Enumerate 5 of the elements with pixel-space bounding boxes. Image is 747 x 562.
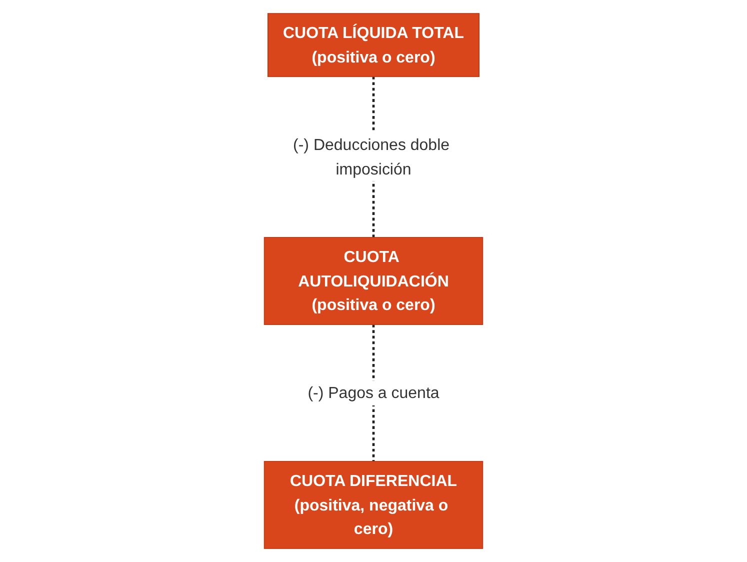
node-box: CUOTA LÍQUIDA TOTAL (positiva o cero) (267, 13, 480, 78)
node-box: CUOTA AUTOLIQUIDACIÓN (positiva o cero) (264, 237, 484, 325)
edge-label: (-) Pagos a cuenta (308, 384, 440, 402)
node-box: CUOTA DIFERENCIAL (positiva, negativa o cero) (264, 460, 484, 549)
edge-label: (-) Deducciones doble imposición (293, 136, 450, 178)
